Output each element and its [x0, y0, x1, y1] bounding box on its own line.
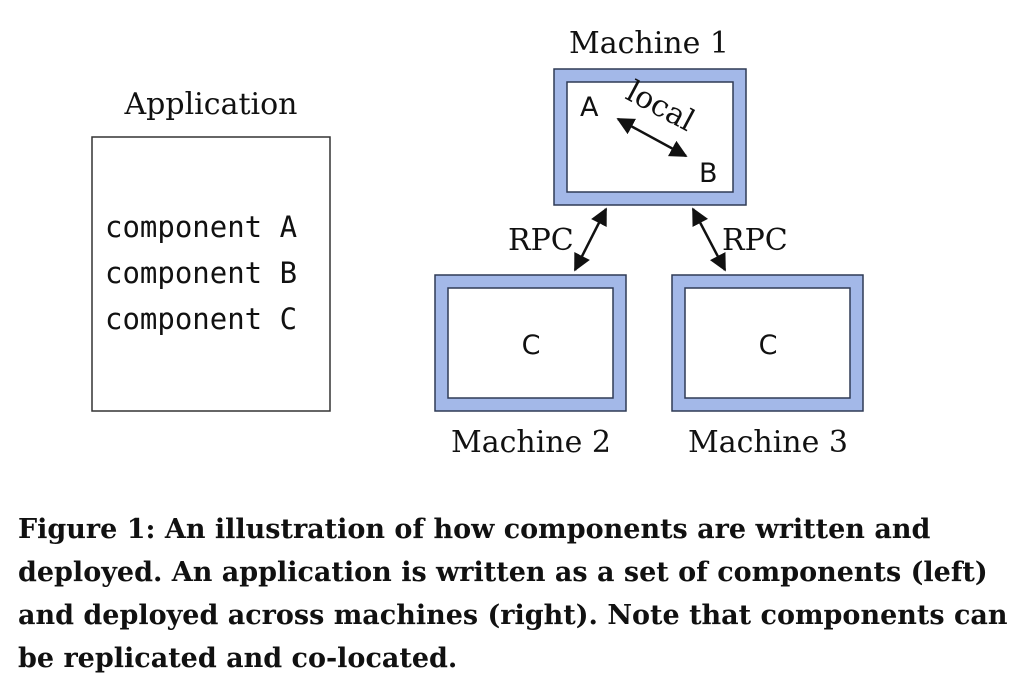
figure-caption: Figure 1: An illustration of how compone… — [18, 514, 1008, 674]
deployment-diagram: Application component A component B comp… — [91, 26, 864, 460]
machine-1-component-b: B — [699, 158, 718, 189]
machine-3-component-c: C — [759, 330, 778, 361]
component-c-label: component C — [105, 302, 297, 336]
machine-2-inner — [447, 287, 614, 399]
rpc-left-arrow — [573, 207, 608, 272]
application-title: Application — [124, 87, 298, 122]
component-b-label: component B — [105, 256, 297, 290]
machine-2-label: Machine 2 — [451, 425, 611, 460]
machine-3-inner — [684, 287, 851, 399]
local-link-arrow — [616, 117, 688, 158]
machine-2-component-c: C — [522, 330, 541, 361]
machine-1-component-a: A — [580, 92, 599, 123]
machine-3-label: Machine 3 — [688, 425, 848, 460]
machine-1-label: Machine 1 — [569, 26, 729, 61]
rpc-right-arrow — [691, 207, 727, 272]
component-a-label: component A — [105, 210, 297, 244]
rpc-right-label: RPC — [722, 223, 788, 258]
application-box — [91, 136, 331, 412]
rpc-left-label: RPC — [508, 223, 574, 258]
